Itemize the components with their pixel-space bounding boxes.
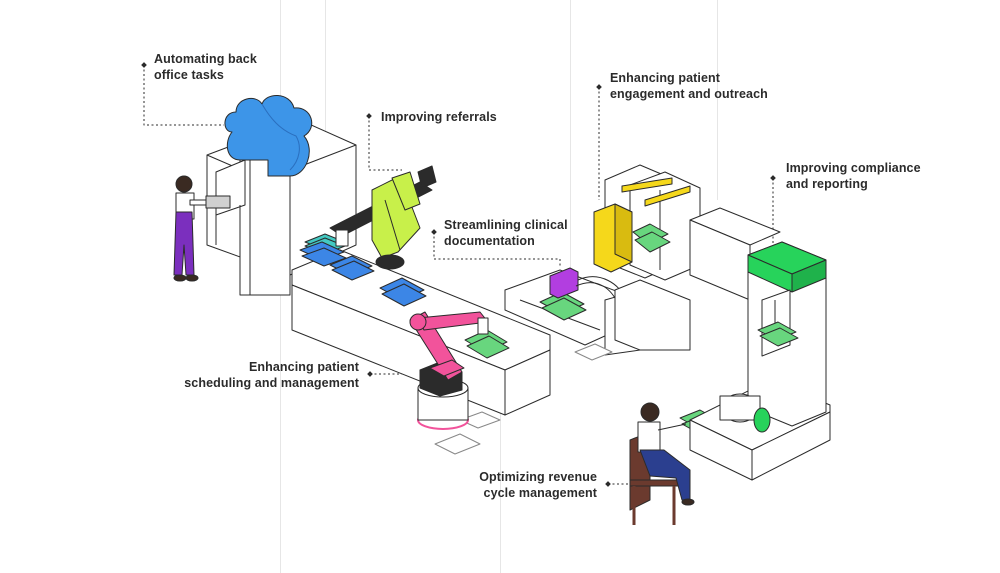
label-scheduling: Enhancing patient scheduling and managem…: [184, 359, 359, 391]
guide-line: [500, 380, 501, 573]
label-line: and reporting: [786, 177, 868, 191]
label-revenue: Optimizing revenue cycle management: [466, 469, 597, 501]
label-engagement: Enhancing patient engagement and outreac…: [610, 70, 768, 102]
label-referrals: Improving referrals: [381, 109, 497, 125]
label-line: Enhancing patient: [248, 360, 359, 374]
label-line: engagement and outreach: [610, 87, 768, 101]
guide-line: [325, 0, 326, 140]
label-line: Streamlining clinical: [444, 218, 568, 232]
green-robot-arm: [329, 165, 437, 270]
roller-drum: [719, 393, 771, 433]
label-line: scheduling and management: [184, 376, 359, 390]
label-line: office tasks: [154, 68, 224, 82]
label-compliance: Improving compliance and reporting: [786, 160, 921, 192]
label-line: Optimizing revenue: [479, 470, 597, 484]
left-worker: [173, 175, 231, 282]
label-line: Enhancing patient: [610, 71, 721, 85]
label-line: Improving compliance: [786, 161, 921, 175]
label-line: Automating back: [154, 52, 257, 66]
label-line: Improving referrals: [381, 110, 497, 124]
engagement-machine: [593, 164, 701, 351]
label-line: cycle management: [483, 486, 597, 500]
label-back-office: Automating back office tasks: [154, 51, 257, 83]
cloud-icon: [224, 95, 313, 177]
leader-dots: [141, 62, 776, 487]
compliance-machine: [747, 241, 827, 427]
label-clinical: Streamlining clinical documentation: [444, 217, 568, 249]
label-line: documentation: [444, 234, 535, 248]
guide-line: [570, 0, 571, 270]
guide-line: [717, 0, 718, 200]
pink-robot-arm: [409, 311, 489, 430]
leader-lines: [143, 65, 774, 485]
right-worker: [629, 402, 695, 525]
